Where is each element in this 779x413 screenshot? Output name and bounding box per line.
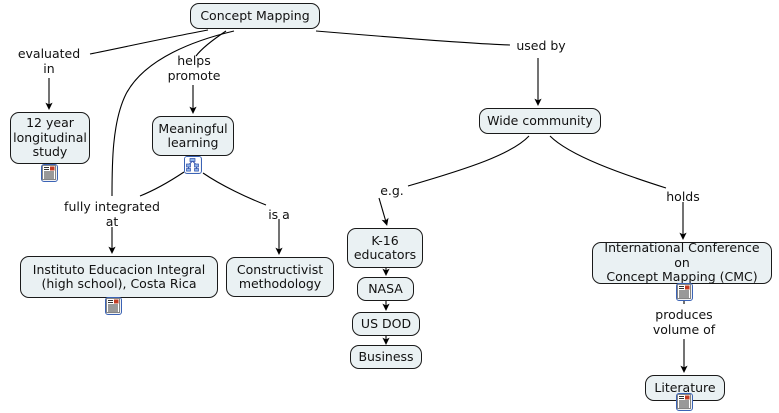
node-label: US DOD xyxy=(360,315,412,331)
node-nasa[interactable]: NASA xyxy=(357,277,414,301)
node-label: Meaningful learning xyxy=(158,120,228,150)
concept-map-icon[interactable] xyxy=(184,156,202,174)
node-label: International Conference on Concept Mapp… xyxy=(604,240,760,285)
node-12-year-longitudinal-study[interactable]: 12 year longitudinal study xyxy=(10,112,90,164)
resource-icon[interactable] xyxy=(676,393,693,411)
edge-concept-to-usedby xyxy=(315,30,511,46)
node-concept-mapping[interactable]: Concept Mapping xyxy=(190,3,320,29)
edge-concept-to-evaluated xyxy=(89,29,209,55)
node-label: Concept Mapping xyxy=(200,7,310,23)
node-label: Instituto Educacion Integral (high schoo… xyxy=(32,261,206,291)
link-label-evaluated-in: evaluated in xyxy=(17,46,81,76)
node-label: Literature xyxy=(654,379,716,395)
node-business[interactable]: Business xyxy=(350,345,422,369)
edge-meaningful-to-fullyintegrated xyxy=(139,171,185,197)
link-label-produces-volume-of: produces volume of xyxy=(652,307,716,337)
node-instituto-educacion-integral[interactable]: Instituto Educacion Integral (high schoo… xyxy=(20,256,218,298)
resource-icon[interactable] xyxy=(676,283,693,301)
node-label: 12 year longitudinal study xyxy=(13,115,87,160)
link-label-fully-integrated-at: fully integrated at xyxy=(64,199,160,229)
link-label-holds: holds xyxy=(666,189,700,204)
node-k16-educators[interactable]: K-16 educators xyxy=(347,228,423,268)
node-label: NASA xyxy=(368,280,403,296)
node-label: K-16 educators xyxy=(353,232,417,262)
node-constructivist-methodology[interactable]: Constructivist methodology xyxy=(226,257,334,297)
edge-widecommunity-to-holds xyxy=(549,135,667,189)
node-label: Constructivist methodology xyxy=(236,261,324,291)
node-us-dod[interactable]: US DOD xyxy=(352,312,420,336)
node-international-conference-cmc[interactable]: International Conference on Concept Mapp… xyxy=(592,240,772,285)
node-label: Business xyxy=(358,348,414,364)
edge-widecommunity-to-eg xyxy=(407,135,530,187)
resource-icon[interactable] xyxy=(41,164,58,182)
link-label-is-a: is a xyxy=(268,207,290,222)
node-label: Wide community xyxy=(487,112,593,128)
link-label-helps-promote: helps promote xyxy=(167,53,221,83)
edge-meaningful-to-isa xyxy=(202,172,267,206)
node-meaningful-learning[interactable]: Meaningful learning xyxy=(152,116,234,156)
edge-eg-to-k16 xyxy=(378,197,389,226)
resource-icon[interactable] xyxy=(105,297,122,315)
node-wide-community[interactable]: Wide community xyxy=(479,108,601,134)
link-label-used-by: used by xyxy=(516,38,566,53)
link-label-eg: e.g. xyxy=(380,183,404,198)
